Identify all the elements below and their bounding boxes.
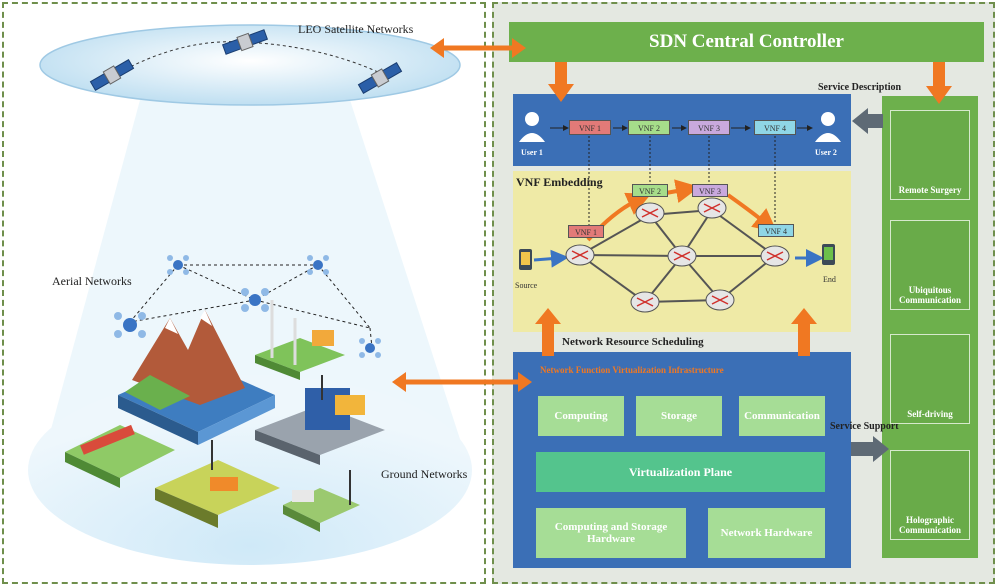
router-icon [697, 197, 727, 219]
satellite-icon [221, 29, 269, 55]
end-phone-icon [822, 244, 835, 265]
service-description-arrow [852, 108, 883, 134]
ground-to-nfvi-arrow [392, 372, 532, 392]
service-card-ubiquitous-communication: Ubiquitous Communication [890, 220, 970, 310]
router-icon [667, 245, 697, 267]
network-hardware-box: Network Hardware [708, 508, 825, 558]
user-icon [815, 112, 841, 142]
user-2-label: User 2 [815, 148, 837, 157]
service-card-remote-surgery: Remote Surgery [890, 110, 970, 200]
embedded-vnf-1: VNF 1 [568, 225, 604, 238]
flow-arrows [533, 249, 824, 268]
router-icon [705, 289, 735, 311]
user-icon [519, 112, 545, 142]
user-1-label: User 1 [521, 148, 543, 157]
storage-box: Storage [636, 396, 722, 436]
service-card-holographic-communication: Holographic Communication [890, 450, 970, 540]
farm-island [155, 440, 280, 528]
communication-box: Communication [739, 396, 825, 436]
satellite-to-controller-arrow [430, 38, 526, 58]
satellite-orbit-ellipse [39, 24, 461, 106]
router-icon [760, 245, 790, 267]
end-label: End [823, 275, 836, 284]
drone-icon [241, 288, 269, 312]
scheduling-up-arrow [535, 308, 561, 356]
service-cards: Remote Surgery Ubiquitous Communication … [882, 96, 978, 558]
service-support-label: Service Support [830, 421, 899, 432]
nfvi-title: Network Function Virtualization Infrastr… [540, 365, 724, 375]
railway-island [65, 424, 175, 488]
sfc-vnf-4: VNF 4 [754, 120, 796, 135]
router-icon [630, 291, 660, 313]
sfc-vnf-3: VNF 3 [688, 120, 730, 135]
network-resource-scheduling-label: Network Resource Scheduling [562, 336, 704, 348]
service-support-arrow [851, 436, 889, 462]
computing-storage-hardware-box: Computing and Storage Hardware [536, 508, 686, 558]
vnf-embedding-title: VNF Embedding [516, 175, 603, 189]
computing-box: Computing [538, 396, 624, 436]
sfc-vnf-1: VNF 1 [569, 120, 611, 135]
wind-farm-island [255, 300, 345, 380]
sfc-vnf-2: VNF 2 [628, 120, 670, 135]
drone-icon [307, 255, 329, 275]
router-icon [565, 244, 595, 266]
source-label: Source [515, 281, 538, 290]
source-phone-icon [519, 249, 532, 270]
drone-icon [167, 255, 189, 275]
service-label: Self-driving [907, 409, 953, 419]
service-label: Holographic Communication [898, 515, 961, 535]
satellite-icon [357, 61, 403, 95]
sdn-controller-title: SDN Central Controller [509, 22, 984, 62]
embedded-vnf-2: VNF 2 [632, 184, 668, 197]
ground-networks-label: Ground Networks [381, 467, 468, 481]
satellite-link [114, 41, 379, 76]
embedded-vnf-3: VNF 3 [692, 184, 728, 197]
mountain-island [118, 310, 275, 445]
satellite-networks-label: LEO Satellite Networks [298, 22, 414, 36]
factory-island [255, 375, 385, 465]
drone-icon [359, 338, 381, 358]
residential-island [283, 470, 360, 532]
service-label: Remote Surgery [898, 185, 962, 195]
aerial-networks-label: Aerial Networks [52, 274, 132, 288]
service-label: Ubiquitous Communication [898, 285, 961, 305]
virtualization-plane-box: Virtualization Plane [536, 452, 825, 492]
service-description-label: Service Description [818, 82, 902, 93]
scheduling-up-arrow [791, 308, 817, 356]
embedded-vnf-4: VNF 4 [758, 224, 794, 237]
service-card-self-driving: Self-driving [890, 334, 970, 424]
drone-icon [114, 312, 146, 338]
controller-to-sfc-arrow [548, 62, 574, 102]
router-icon [635, 202, 665, 224]
satellite-icon [89, 58, 135, 92]
controller-to-services-arrow [926, 62, 952, 104]
space-air-ground-illustration [28, 24, 472, 565]
